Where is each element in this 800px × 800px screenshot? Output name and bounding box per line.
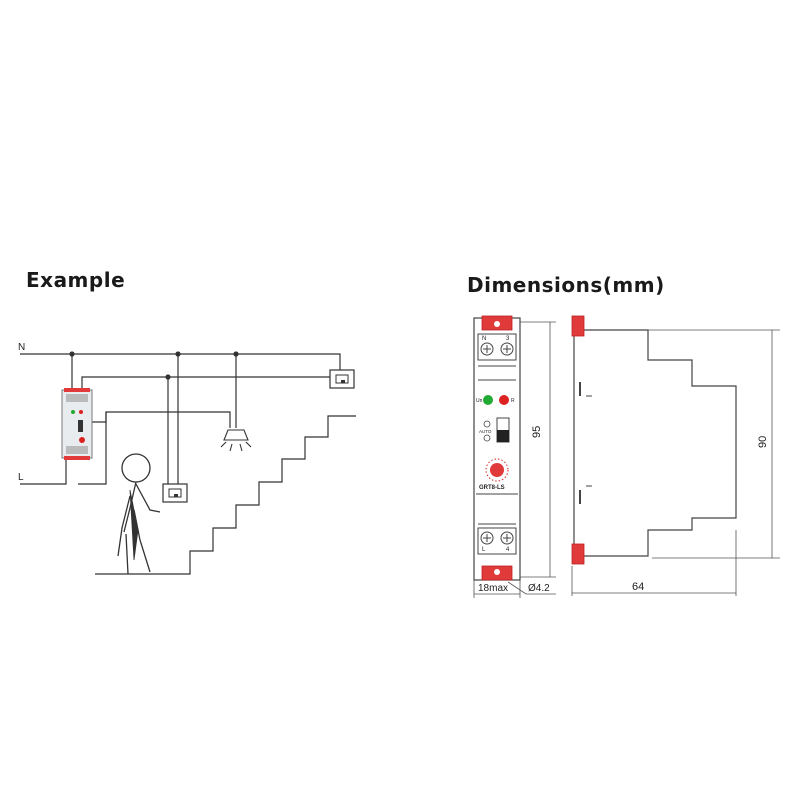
terminal-label-l: L xyxy=(482,547,486,553)
neutral-wire xyxy=(20,353,341,370)
upper-wall-switch xyxy=(329,369,355,389)
lamp-output-wire xyxy=(92,411,231,428)
line-return-wire xyxy=(78,412,107,485)
person-icon xyxy=(117,453,161,575)
led-label-un: Un xyxy=(476,398,483,404)
line-label: L xyxy=(18,472,24,483)
switch-label-auto: AUTO xyxy=(479,429,492,434)
side-height-label: 90 xyxy=(757,436,769,448)
lamp-icon xyxy=(220,429,252,452)
led-label-r: R xyxy=(511,398,515,404)
dimensions-heading: Dimensions(mm) xyxy=(467,273,665,297)
side-dimension-lines xyxy=(571,329,780,596)
staircase xyxy=(95,415,356,575)
neutral-label: N xyxy=(18,342,25,353)
front-view xyxy=(473,315,521,581)
lower-wall-switch xyxy=(162,483,188,503)
hole-diameter-label: Ø4.2 xyxy=(528,583,550,594)
line-wire xyxy=(20,458,67,485)
front-width-label: 18max xyxy=(478,583,508,594)
relay-module xyxy=(61,388,93,460)
switch-sense-wire xyxy=(81,372,346,390)
terminal-label-n: N xyxy=(482,336,486,342)
side-view xyxy=(571,315,737,565)
example-heading: Example xyxy=(26,268,126,292)
terminal-label-3: 3 xyxy=(506,336,510,342)
front-dimension-lines xyxy=(473,321,556,598)
terminal-label-4: 4 xyxy=(506,547,510,553)
side-depth-label: 64 xyxy=(632,581,644,593)
model-label: GRT8-LS xyxy=(479,485,505,491)
example-wiring xyxy=(20,351,346,485)
front-height-label: 95 xyxy=(531,426,543,438)
